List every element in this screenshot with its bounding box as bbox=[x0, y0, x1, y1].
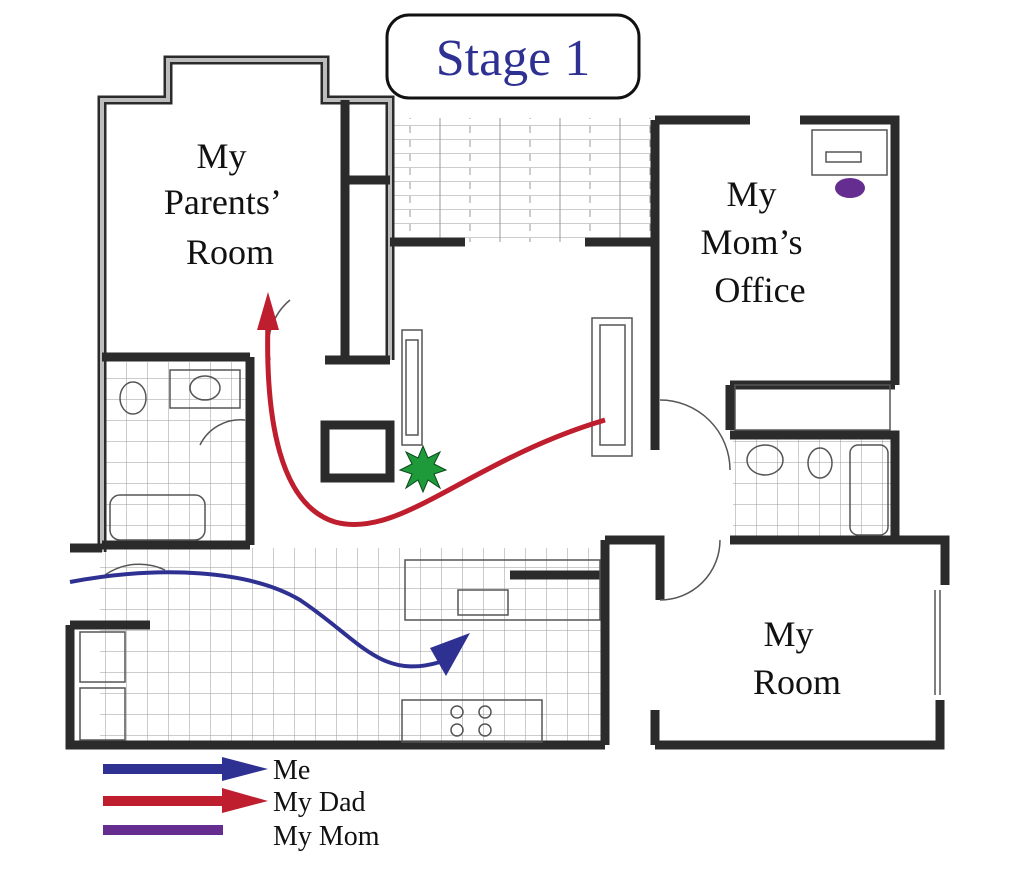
fixtures bbox=[79, 129, 941, 743]
deck-floor bbox=[392, 118, 654, 242]
me-path bbox=[69, 570, 441, 669]
my-room-label: My Room bbox=[753, 614, 841, 702]
bath-right-floor bbox=[733, 437, 893, 540]
kitchen-floor bbox=[100, 548, 605, 744]
plant-icon bbox=[398, 444, 448, 494]
walls bbox=[65, 55, 950, 750]
dad-path bbox=[265, 319, 606, 528]
me-arrowhead bbox=[430, 633, 470, 676]
bath-left-floor bbox=[104, 362, 249, 544]
legend-mom: My Mom bbox=[273, 821, 380, 852]
title-box bbox=[385, 13, 641, 100]
parents-room-label: My Parents’ Room bbox=[164, 136, 288, 272]
legend-me: Me bbox=[273, 755, 310, 786]
legend: Me My Dad My Mom bbox=[103, 755, 380, 852]
office-label: My Mom’s Office bbox=[700, 174, 811, 310]
mom-marker bbox=[835, 178, 865, 198]
legend-dad: My Dad bbox=[273, 787, 366, 818]
title: Stage 1 bbox=[436, 30, 591, 87]
dad-arrowhead bbox=[257, 292, 279, 330]
